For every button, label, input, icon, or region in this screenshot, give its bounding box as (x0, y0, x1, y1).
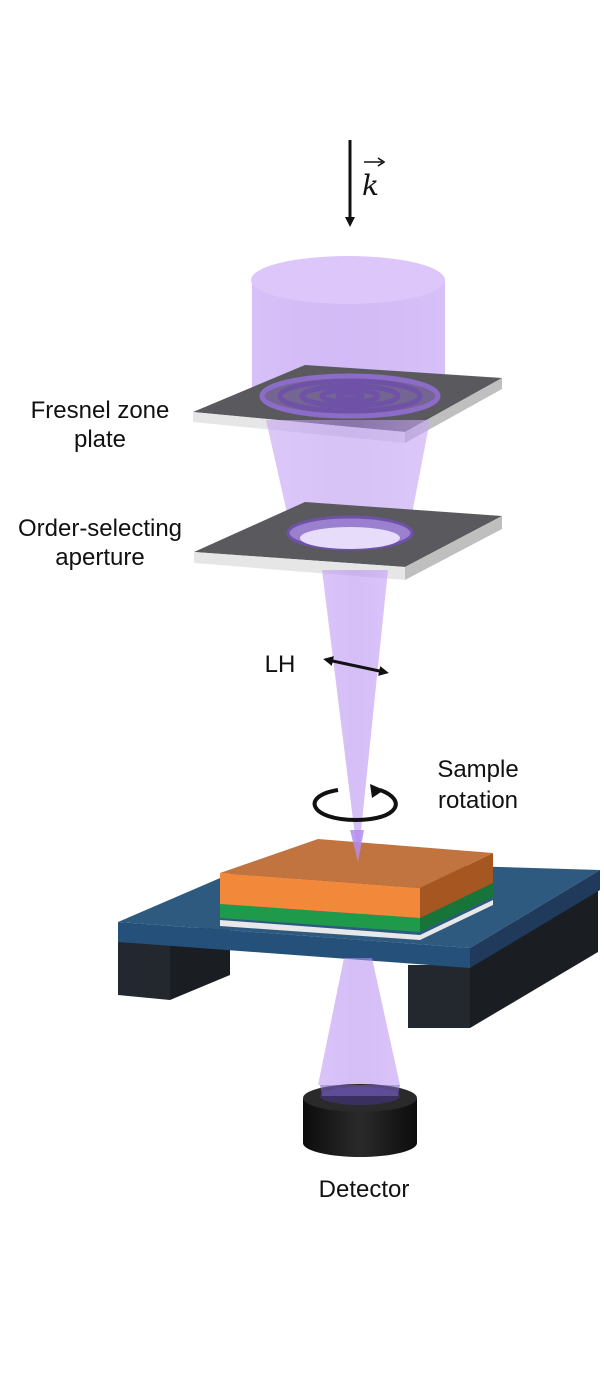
polarization-label: LH (265, 651, 296, 678)
aperture-label-line1: Order-selecting (18, 515, 182, 542)
vector-arrow-icon (364, 157, 386, 167)
zone-plate-rings (259, 373, 441, 419)
fresnel-zone-plate (193, 365, 502, 443)
polarization-arrow (323, 656, 389, 676)
rotation-label-line2: rotation (438, 787, 518, 814)
zone-plate-label-line2: plate (74, 426, 126, 453)
wave-vector-symbol: k (362, 169, 379, 202)
focused-beam (322, 570, 388, 860)
detector-label: Detector (319, 1176, 410, 1203)
rotation-label-line1: Sample (437, 756, 518, 783)
beam-focus-spot (350, 830, 364, 862)
wave-vector-label: k (362, 157, 386, 202)
zone-plate-label-line1: Fresnel zone (31, 397, 170, 424)
sample (220, 839, 493, 940)
order-selecting-aperture (194, 502, 502, 580)
aperture-label-line2: aperture (55, 544, 144, 571)
rotation-icon (312, 784, 398, 823)
transmitted-beam (318, 958, 400, 1085)
detector (303, 1084, 417, 1157)
